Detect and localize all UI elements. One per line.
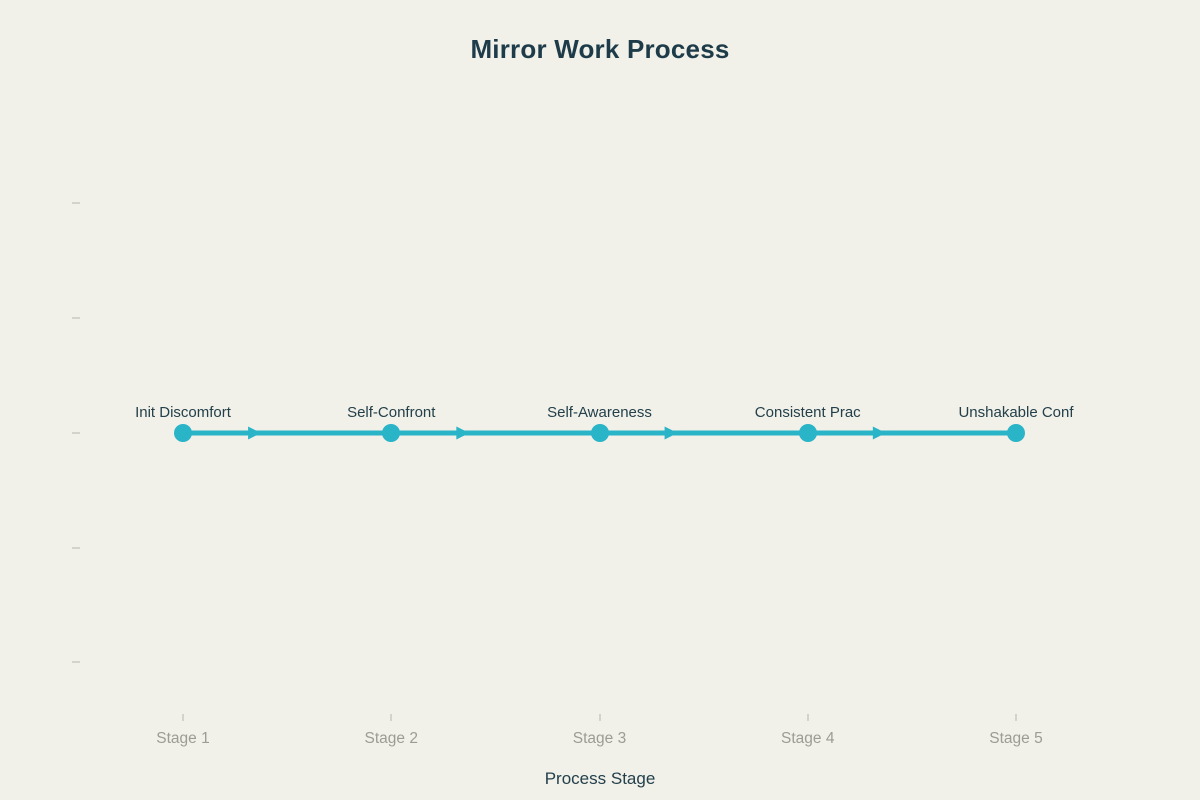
- x-axis-tick: [806, 714, 809, 721]
- data-point-label: Self-Confront: [347, 404, 436, 421]
- data-point-marker: [798, 424, 817, 442]
- x-axis-title: Process Stage: [544, 769, 656, 788]
- x-axis-tick-label: Stage 3: [572, 730, 627, 747]
- x-axis-tick: [182, 714, 184, 721]
- y-axis-tick: [72, 202, 80, 204]
- data-point-label: Unshakable Conf: [958, 404, 1074, 421]
- x-axis-tick: [598, 714, 601, 721]
- x-axis-tick-label: Stage 2: [364, 730, 418, 747]
- y-axis-tick: [72, 546, 80, 549]
- chart-title: Mirror Work Process: [470, 34, 730, 64]
- arrowhead-icon: [248, 426, 262, 440]
- data-point-marker: [382, 424, 401, 442]
- arrowhead-icon: [664, 426, 678, 440]
- arrowhead-icon: [872, 426, 886, 440]
- data-point-marker: [174, 424, 192, 442]
- y-axis-tick: [72, 661, 80, 663]
- y-axis-tick: [72, 316, 80, 319]
- x-axis-tick: [390, 714, 393, 721]
- x-axis-tick-label: Stage 4: [781, 730, 835, 747]
- data-point-label: Consistent Prac: [754, 404, 861, 421]
- x-axis-tick: [1015, 714, 1017, 721]
- data-point-label: Init Discomfort: [135, 404, 231, 421]
- data-point-label: Self-Awareness: [547, 404, 652, 421]
- data-point-marker: [1007, 424, 1025, 442]
- x-axis-tick-label: Stage 5: [989, 730, 1043, 747]
- data-point-marker: [590, 424, 609, 442]
- y-axis-tick: [72, 432, 80, 434]
- arrowhead-icon: [456, 426, 470, 440]
- x-axis-tick-label: Stage 1: [156, 730, 210, 747]
